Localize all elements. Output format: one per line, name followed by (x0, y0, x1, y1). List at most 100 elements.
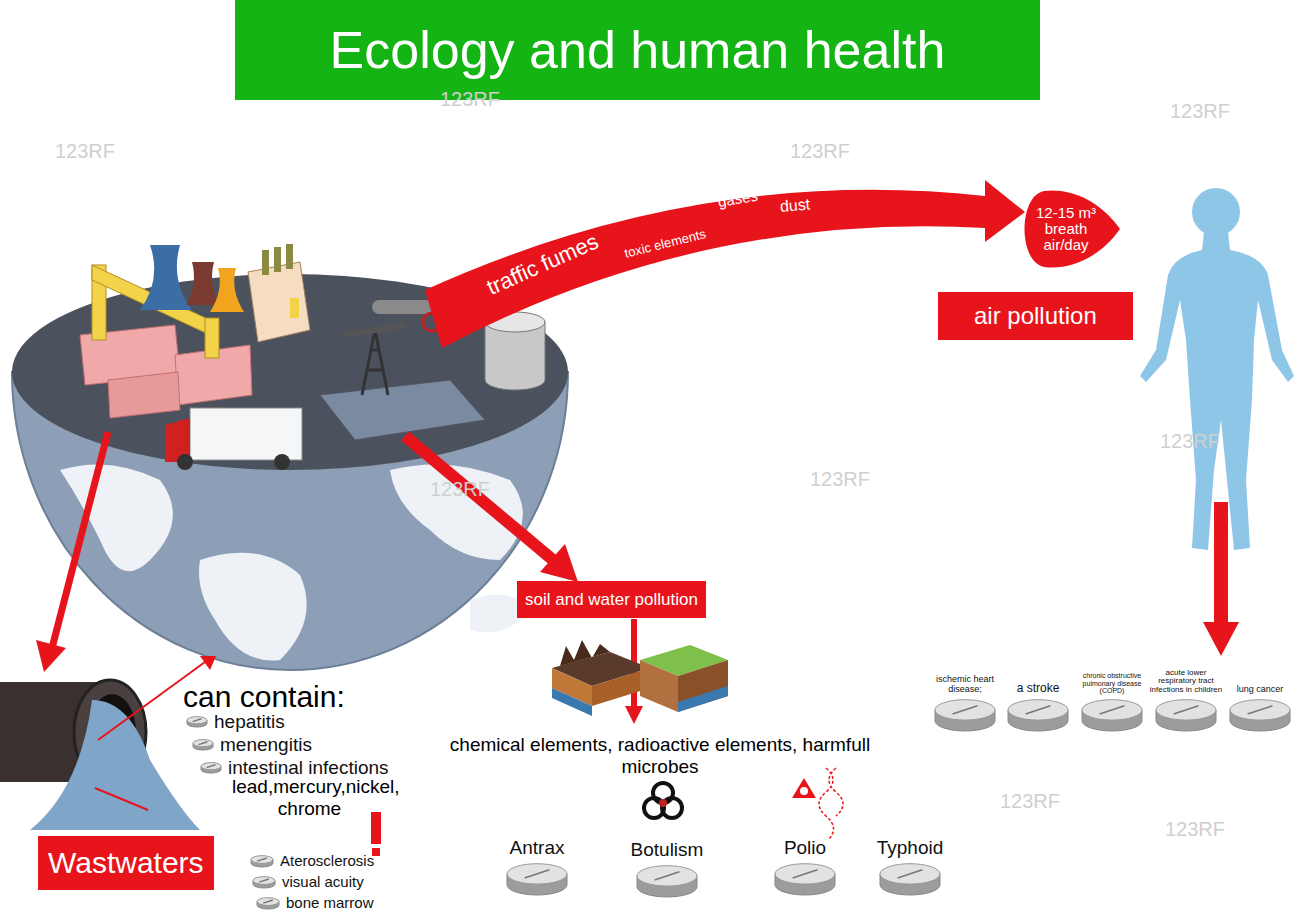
pill-icon (879, 862, 941, 896)
arrowhead (1203, 622, 1239, 656)
chimney (262, 250, 269, 275)
dna-icon (819, 768, 843, 840)
arrowhead (200, 656, 216, 670)
watermark: 123RF (440, 88, 500, 111)
watermark: 123RF (1160, 430, 1220, 453)
box-label: Wastwaters (48, 846, 204, 880)
disease-pill: Antrax (492, 828, 582, 896)
disease-name: bone marrow (286, 895, 374, 912)
cooling-tower (186, 262, 220, 305)
red-label-box: soil and water pollution (517, 581, 706, 618)
watermark: 123RF (430, 478, 490, 501)
truck (190, 408, 302, 460)
disease-pill: lung cancer (1224, 652, 1296, 732)
disease-name: Typhoid (877, 838, 944, 859)
disease-pill: Typhoid (865, 828, 955, 896)
arrowhead (540, 544, 578, 582)
pill-icon (252, 876, 276, 889)
wheel (177, 454, 193, 470)
disease-name: Polio (784, 838, 826, 859)
wheel (274, 454, 290, 470)
disease-pill: ischemic heart disease; (928, 652, 1002, 732)
arrow (1214, 502, 1228, 624)
arrowhead (625, 706, 643, 724)
pipe-frame (205, 318, 219, 358)
pill-icon (506, 862, 568, 896)
watermark: 123RF (810, 468, 870, 491)
disease-pill: intestinal infections (200, 758, 389, 779)
biohazard-symbol (644, 783, 682, 818)
pill-icon (774, 862, 836, 896)
watermark: 123RF (1000, 790, 1060, 813)
oil-derrick (362, 330, 388, 395)
person (1140, 232, 1294, 550)
pill-icon (256, 897, 280, 910)
disease-name: lung cancer (1237, 685, 1284, 695)
disease-name: acute lower respiratory tract infections… (1149, 669, 1223, 695)
pump-beam (345, 325, 405, 335)
box-label: soil and water pollution (525, 590, 698, 610)
water-layer (552, 688, 592, 716)
disease-pill: visual acuity (252, 874, 364, 891)
arrow (405, 436, 553, 560)
disease-name: Antrax (510, 838, 565, 859)
chimney (274, 247, 281, 272)
drop-shape: 12-15 m³ breath air/day (1020, 188, 1120, 270)
factory (108, 372, 180, 418)
note-label: can contain: (183, 680, 345, 715)
note-label: chemical elements, radioactive elements,… (440, 734, 880, 778)
arrowhead (36, 640, 66, 672)
exclamation (371, 812, 381, 844)
pill-icon (200, 762, 222, 774)
disease-name: ischemic heart disease; (928, 675, 1002, 695)
arrow-label: dust (779, 195, 811, 216)
disease-name: visual acuity (282, 874, 364, 891)
disease-pill: menengitis (192, 735, 312, 756)
cooling-tower (210, 268, 244, 312)
continent (199, 553, 307, 661)
disease-name: intestinal infections (228, 758, 389, 779)
office-building (248, 262, 310, 342)
disease-pill: Botulism (622, 834, 712, 898)
watermark: 123RF (1165, 818, 1225, 841)
disease-pill: Aterosclerosis (250, 853, 374, 870)
virus-icon (792, 778, 816, 798)
chimney (286, 244, 293, 269)
oil-platform (320, 380, 485, 440)
watermark: 123RF (1170, 100, 1230, 123)
pill-icon (192, 739, 214, 751)
door (290, 298, 299, 318)
disease-pill: chronic obstructive pulmonary disease (C… (1075, 652, 1149, 732)
pill-icon (1155, 698, 1217, 732)
arrow (52, 432, 108, 648)
pill-icon (934, 698, 996, 732)
disease-pill: Polio (765, 828, 845, 896)
pill-icon (250, 855, 274, 868)
disease-name: menengitis (220, 735, 312, 756)
disease-pill: a stroke (1003, 652, 1073, 732)
wastewater-flow (30, 700, 200, 830)
watermark: 123RF (790, 140, 850, 163)
pill-icon (1229, 698, 1291, 732)
red-label-box: Wastwaters (38, 836, 214, 890)
title-banner: Ecology and human health (235, 0, 1040, 100)
disease-pill: bone marrow (256, 895, 374, 912)
disease-name: hepatitis (214, 712, 285, 733)
pill-icon (1007, 698, 1069, 732)
cooling-tower (140, 245, 192, 310)
watermark: 123RF (55, 140, 115, 163)
air-arrow (425, 180, 1025, 348)
soil-side (640, 660, 678, 712)
pill-icon (636, 864, 698, 898)
disease-name: Aterosclerosis (280, 853, 374, 870)
soil-side (678, 660, 728, 712)
disease-pill: acute lower respiratory tract infections… (1149, 652, 1223, 732)
box-label: 12-15 m³ breath air/day (1035, 205, 1097, 252)
leader-line (95, 788, 148, 810)
disease-name: chronic obstructive pulmonary disease (C… (1075, 672, 1149, 695)
virus-icon (800, 787, 808, 795)
red-label-box: air pollution (938, 292, 1133, 340)
disease-name: a stroke (1017, 682, 1060, 695)
disease-pill: hepatitis (186, 712, 285, 733)
